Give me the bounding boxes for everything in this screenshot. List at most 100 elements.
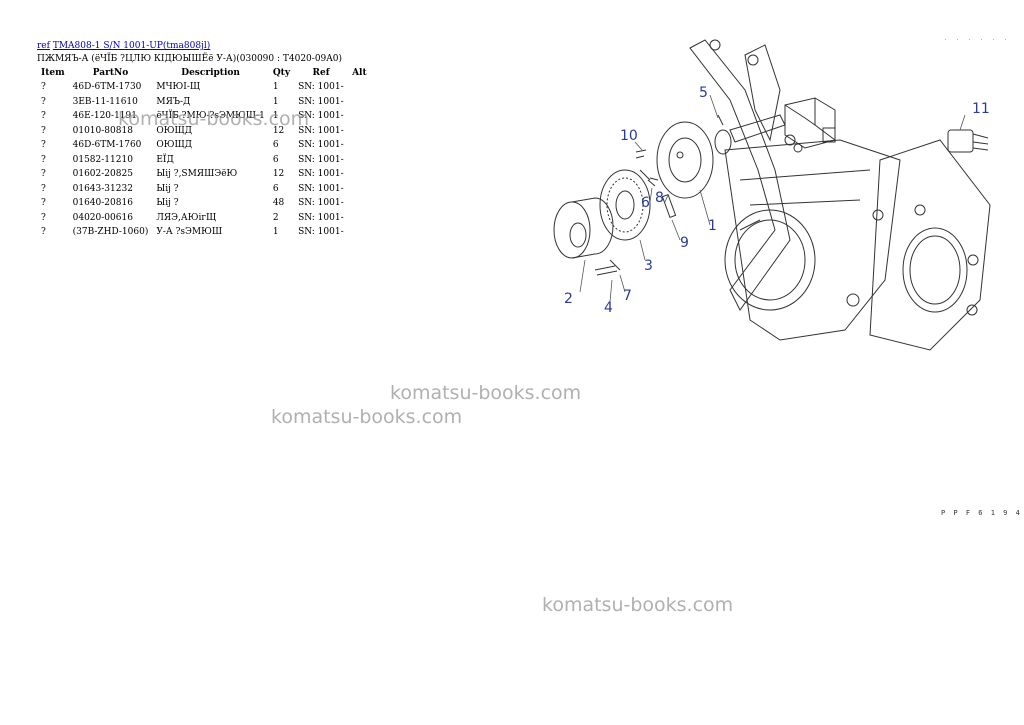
cell-item: ?: [41, 169, 46, 180]
ring-gear: [599, 169, 651, 241]
cell-item: ?: [41, 125, 46, 136]
cell-qty: 1: [272, 96, 279, 107]
cell-partno: 3EB-11-11610: [72, 96, 138, 107]
model-link[interactable]: TMA808-1 S/N 1001-UP(tma808jl): [52, 41, 211, 51]
cell-alt: [348, 80, 371, 95]
callout-1: 1: [708, 218, 717, 234]
cell-partno: 01582-11210: [72, 154, 133, 165]
leader-lines: [579, 94, 966, 303]
cell-partno: 04020-00616: [72, 212, 133, 223]
cell-qty: 2: [272, 212, 279, 223]
table-row: ? 01640-20816 Ыіј ? 48 SN: 1001-: [37, 196, 371, 211]
cell-description: ЛЯЭ,АЮігЩ: [156, 212, 217, 223]
cell-qty: 6: [272, 140, 279, 151]
table-row: ? 46D-6TM-1730 МЧЮІ-Щ 1 SN: 1001-: [37, 80, 371, 95]
figure-code: P P F 6 1 9 4: [941, 509, 1022, 517]
cell-item: ?: [41, 154, 46, 165]
cell-item: ?: [41, 198, 46, 209]
cell-item: ?: [41, 183, 46, 194]
cell-partno: 46D-6TM-1730: [72, 82, 142, 93]
cell-ref: SN: 1001-: [298, 111, 344, 122]
cell-qty: 6: [272, 183, 279, 194]
shaft-part: [714, 114, 786, 155]
cell-partno: 01643-31232: [72, 183, 133, 194]
table-row: ? 3EB-11-11610 МЯЪ-Д 1 SN: 1001-: [37, 95, 371, 110]
cell-description: ёЧЇБ ?МЮ-?sЭМЮШ-1: [156, 111, 265, 122]
cell-item: ?: [41, 96, 46, 107]
table-header-row: Item PartNo Description Qty Ref Alt: [37, 66, 371, 80]
cell-alt: [348, 167, 371, 182]
cell-qty: 1: [272, 111, 279, 122]
cell-description: Ыіј ?: [156, 183, 179, 194]
callout-8: 8: [655, 190, 664, 206]
cell-alt: [348, 95, 371, 110]
cell-ref: SN: 1001-: [298, 140, 344, 151]
cell-qty: 12: [272, 169, 285, 180]
table-row: ? 46D-6TM-1760 ОЮЩД 6 SN: 1001-: [37, 138, 371, 153]
housing-frame: [689, 39, 991, 351]
cell-partno: (37B-ZHD-1060): [72, 227, 149, 238]
cell-ref: SN: 1001-: [298, 125, 344, 136]
callout-9: 9: [680, 235, 689, 251]
callout-7: 7: [623, 288, 632, 304]
ref-link[interactable]: ref: [37, 41, 50, 51]
cell-alt: [348, 182, 371, 197]
cell-ref: SN: 1001-: [298, 198, 344, 209]
hub-part: [553, 197, 614, 259]
col-partno: PartNo: [92, 68, 129, 78]
watermark-text: komatsu-books.com: [271, 406, 463, 428]
table-row: ? 46E-120-1191 ёЧЇБ ?МЮ-?sЭМЮШ-1 1 SN: 1…: [37, 109, 371, 124]
cell-ref: SN: 1001-: [298, 227, 344, 238]
cell-partno: 01010-80818: [72, 125, 133, 136]
disc-plate: [656, 121, 714, 199]
cell-alt: [348, 109, 371, 124]
cell-description: ОЮЩД: [156, 125, 193, 136]
watermark-text: komatsu-books.com: [542, 594, 734, 616]
gearbox-block: [784, 97, 836, 149]
cell-item: ?: [41, 212, 46, 223]
cell-description: Ыіј ?: [156, 198, 179, 209]
cell-qty: 1: [272, 227, 279, 238]
cell-item: ?: [41, 82, 46, 93]
col-ref: Ref: [312, 68, 330, 78]
watermark-text: komatsu-books.com: [390, 382, 582, 404]
cell-ref: SN: 1001-: [298, 169, 344, 180]
cell-description: ОЮЩД: [156, 140, 193, 151]
callout-2: 2: [564, 291, 573, 307]
cell-alt: [348, 124, 371, 139]
cell-qty: 12: [272, 125, 285, 136]
cell-alt: [348, 153, 371, 168]
cell-item: ?: [41, 111, 46, 122]
cell-ref: SN: 1001-: [298, 212, 344, 223]
cell-alt: [348, 138, 371, 153]
cell-alt: [348, 196, 371, 211]
callout-10: 10: [620, 128, 638, 144]
cell-description: ЕЇД: [156, 154, 174, 165]
cell-qty: 1: [272, 82, 279, 93]
cell-qty: 6: [272, 154, 279, 165]
callout-3: 3: [644, 258, 653, 274]
callout-4: 4: [604, 300, 613, 316]
sensor-part: [947, 129, 989, 153]
cell-item: ?: [41, 140, 46, 151]
cell-partno: 46E-120-1191: [72, 111, 137, 122]
cell-alt: [348, 211, 371, 226]
cell-alt: [348, 225, 371, 240]
page-header: ref TMA808-1 S/N 1001-UP(tma808jl): [37, 40, 210, 53]
cell-partno: 01640-20816: [72, 198, 133, 209]
parts-table: Item PartNo Description Qty Ref Alt ? 46…: [37, 66, 371, 240]
table-row: ? 04020-00616 ЛЯЭ,АЮігЩ 2 SN: 1001-: [37, 211, 371, 226]
table-row: ? 01643-31232 Ыіј ? 6 SN: 1001-: [37, 182, 371, 197]
cell-description: Ыіј ?,SМЯШЭёЮ: [156, 169, 238, 180]
section-title: ПЖМЯЪ-А (ёЧЇБ ?ЦЛЮ КІДЮЫШЁё У-А)(030090 …: [37, 54, 343, 64]
fasteners: [594, 149, 677, 276]
callout-6: 6: [641, 195, 650, 211]
cell-qty: 48: [272, 198, 285, 209]
col-description: Description: [181, 68, 240, 78]
cell-ref: SN: 1001-: [298, 82, 344, 93]
cell-item: ?: [41, 227, 46, 238]
cell-partno: 46D-6TM-1760: [72, 140, 142, 151]
table-row: ? (37B-ZHD-1060) У-А ?sЭМЮШ 1 SN: 1001-: [37, 225, 371, 240]
table-row: ? 01602-20825 Ыіј ?,SМЯШЭёЮ 12 SN: 1001-: [37, 167, 371, 182]
table-row: ? 01010-80818 ОЮЩД 12 SN: 1001-: [37, 124, 371, 139]
